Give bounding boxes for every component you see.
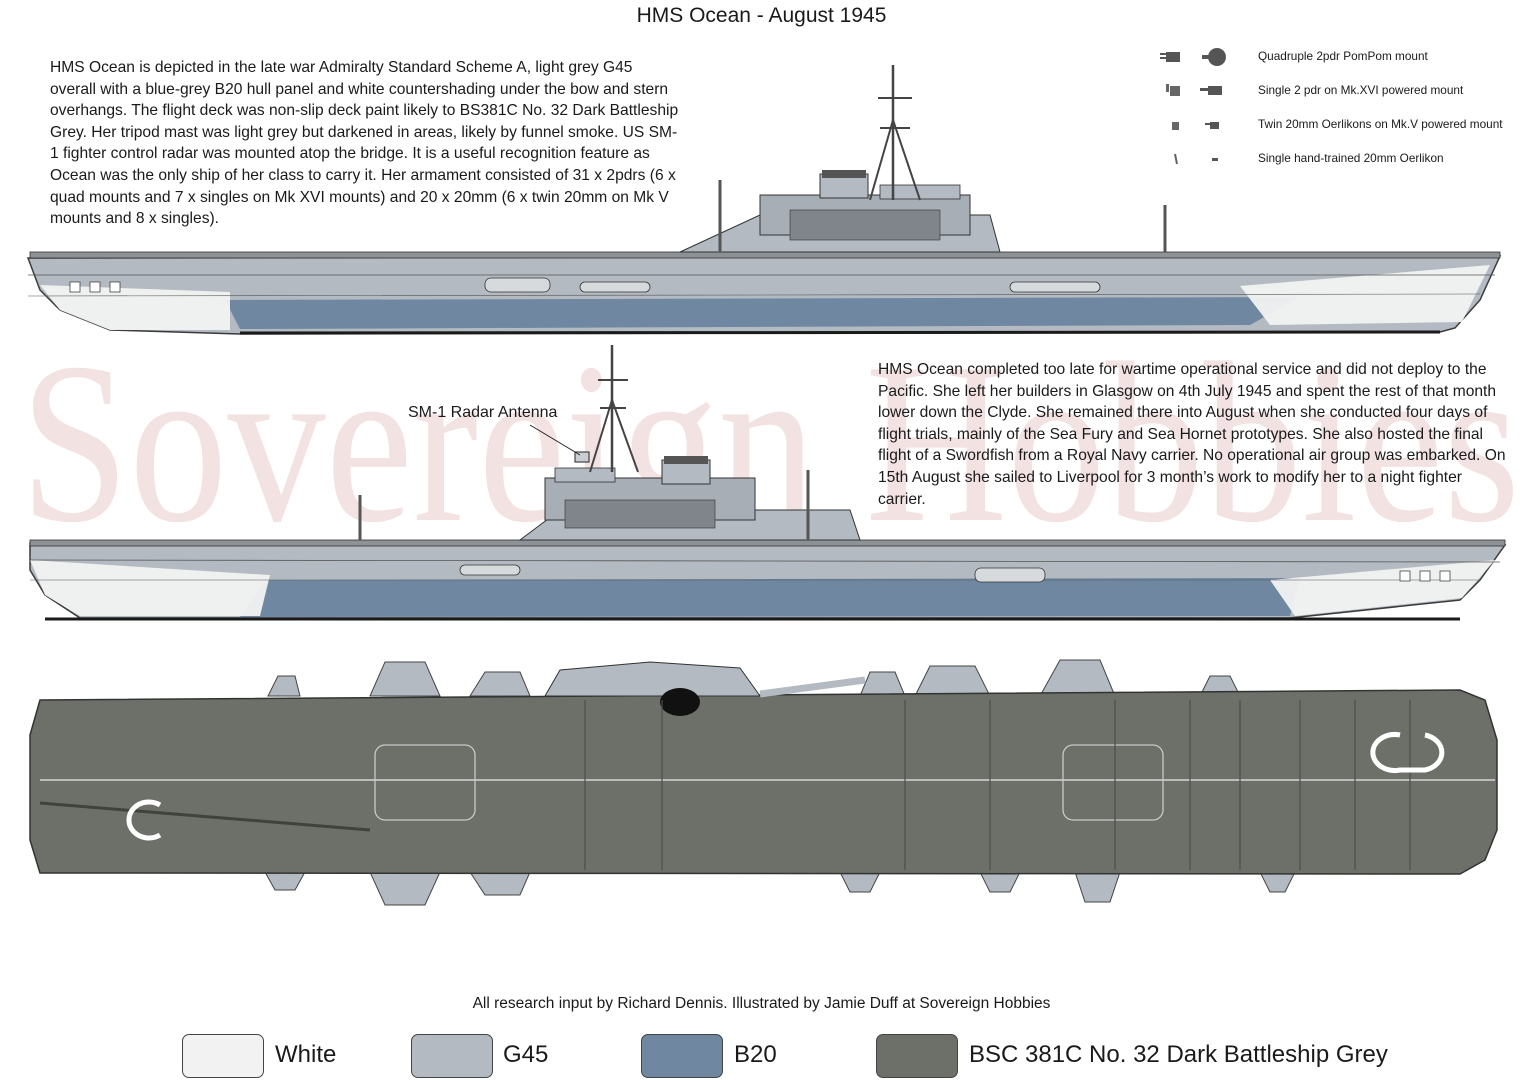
ship-profile-starboard <box>26 65 1502 335</box>
fwd-lift <box>1062 744 1164 821</box>
sponsons <box>264 659 1296 906</box>
aft-deck-marking <box>126 799 162 841</box>
hull-b20-panel <box>225 297 1300 329</box>
swatch-b20 <box>641 1034 723 1078</box>
twin-oerlikon-icon <box>1172 122 1219 130</box>
swatch-dark-battleship-grey <box>876 1034 958 1078</box>
ships-boat <box>974 567 1046 583</box>
colour-legend: White G45 B20 BSC 381C No. 32 Dark Battl… <box>0 1034 1523 1080</box>
single-2pdr-icon <box>1166 84 1222 96</box>
sm1-radar-antenna <box>574 451 590 463</box>
radar-callout-label: SM-1 Radar Antenna <box>408 404 558 421</box>
island-plan <box>544 661 866 716</box>
ships-boat <box>1009 281 1101 293</box>
stern-countershading <box>40 285 230 330</box>
island-superstructure <box>518 456 861 541</box>
stern-countershading <box>1270 560 1495 616</box>
legend-row-single-2pdr: Single 2 pdr on Mk.XVI powered mount <box>1160 78 1520 104</box>
swatch-white <box>182 1034 264 1078</box>
stern-windows <box>69 281 121 293</box>
bow-countershading <box>1240 265 1490 325</box>
ship-profile-port <box>29 345 1507 621</box>
hull-b20-panel <box>240 578 1300 617</box>
island-superstructure <box>679 170 1001 253</box>
swatch-label-b20: B20 <box>734 1041 777 1068</box>
flight-deck-edge <box>29 251 1501 259</box>
flight-deck <box>29 689 1498 875</box>
bow-countershading <box>30 560 270 616</box>
flight-deck-plan-view <box>29 659 1498 906</box>
swatch-label-white: White <box>275 1041 337 1068</box>
ships-boat <box>579 281 651 293</box>
flight-deck-edge <box>29 539 1506 547</box>
quad-pompom-icon <box>1160 48 1226 66</box>
legend-row-twin-oerlikon: Twin 20mm Oerlikons on Mk.V powered moun… <box>1160 112 1520 138</box>
radar-callout-leader <box>529 424 581 456</box>
single-oerlikon-icon <box>1174 153 1218 165</box>
description-paragraph-camouflage: HMS Ocean is depicted in the late war Ad… <box>50 59 679 228</box>
legend-row-single-oerlikon: Single hand-trained 20mm Oerlikon <box>1160 146 1520 172</box>
tripod-mast <box>589 345 639 473</box>
ships-boat <box>459 564 521 576</box>
bow-windows <box>1399 570 1451 582</box>
description-paragraph-history: HMS Ocean completed too late for wartime… <box>878 361 1506 508</box>
swatch-g45 <box>411 1034 493 1078</box>
fwd-deck-marking <box>1370 732 1445 773</box>
swatch-label-g45: G45 <box>503 1041 549 1068</box>
tripod-mast <box>869 65 921 201</box>
page-title: HMS Ocean - August 1945 <box>636 4 887 27</box>
swatch-label-dark-battleship-grey: BSC 381C No. 32 Dark Battleship Grey <box>969 1041 1388 1068</box>
deck-joints <box>584 700 1411 870</box>
legend-row-quad-pompom: Quadruple 2pdr PomPom mount <box>1160 44 1520 70</box>
catapult-track <box>39 801 371 832</box>
aft-lift <box>374 744 476 821</box>
ships-boat <box>484 277 551 293</box>
credits-line: All research input by Richard Dennis. Il… <box>472 995 1051 1012</box>
armament-legend: Quadruple 2pdr PomPom mount Single 2 pdr… <box>1160 44 1520 174</box>
